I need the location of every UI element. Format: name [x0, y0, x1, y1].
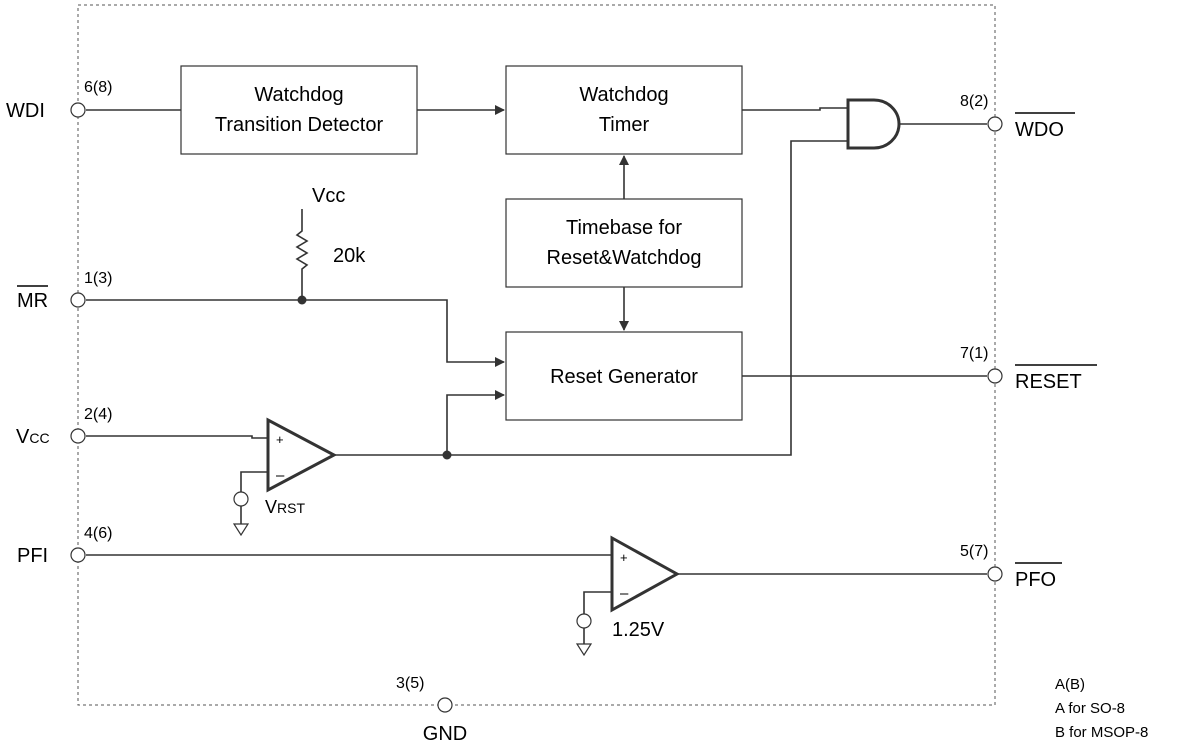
pin-number-pfo: 5(7)	[960, 543, 988, 560]
pin-pfo	[987, 566, 1003, 582]
pf-reference-label: 1.25V	[612, 619, 665, 641]
chip-boundary	[77, 4, 996, 706]
pin-wdo	[987, 116, 1003, 132]
block-label-line: Timer	[599, 114, 650, 136]
legend-line: A(B)	[1055, 676, 1085, 693]
ground-symbol	[575, 643, 593, 657]
wire-vcc-to-comp	[86, 435, 268, 439]
block-label-line: Reset Generator	[550, 366, 698, 388]
pin-label-pfo: PFO	[1015, 569, 1056, 591]
block-label-line: Watchdog	[579, 84, 668, 106]
pin-wdi	[70, 102, 86, 118]
block-label-line: Transition Detector	[215, 114, 384, 136]
pin-number-wdo: 8(2)	[960, 93, 988, 110]
pin-label-wdo: WDO	[1015, 119, 1064, 141]
pin-number-gnd: 3(5)	[396, 675, 424, 692]
pf-reference-source	[575, 613, 593, 657]
vcc-comparator: + –	[266, 417, 338, 493]
legend-line: A for SO-8	[1055, 700, 1125, 717]
pin-vcc	[70, 428, 86, 444]
pin-number-reset: 7(1)	[960, 345, 988, 362]
wires	[86, 105, 987, 644]
pin-label-mr: MR	[17, 290, 48, 312]
wire-vrst-ref	[240, 471, 268, 492]
vrst-reference-source	[232, 491, 250, 537]
vrst-label: VRST	[265, 497, 305, 517]
watchdog-transition-detector-block: Watchdog Transition Detector	[180, 65, 418, 155]
pullup-value-label: 20k	[333, 245, 366, 267]
reset-generator-block: Reset Generator	[505, 331, 743, 421]
and-gate	[846, 98, 901, 150]
legend-line: B for MSOP-8	[1055, 724, 1148, 741]
pin-reset	[987, 368, 1003, 384]
pin-number-pfi: 4(6)	[84, 525, 112, 542]
wire-comp-to-reset	[446, 390, 505, 455]
pin-label-gnd: GND	[423, 723, 467, 745]
pullup-supply-label: Vcc	[312, 185, 345, 207]
watchdog-timer-block: Watchdog Timer	[505, 65, 743, 155]
ground-symbol	[232, 523, 250, 537]
pin-label-reset: RESET	[1015, 371, 1082, 393]
pin-label-wdi: WDI	[6, 100, 45, 122]
pullup-resistor	[295, 209, 309, 300]
minus-sign: –	[276, 467, 285, 484]
pin-pfi	[70, 547, 86, 563]
pfi-comparator: + –	[610, 535, 681, 613]
pin-label-pfi: PFI	[17, 545, 48, 567]
pin-number-mr: 1(3)	[84, 270, 112, 287]
wire-comp-to-and	[334, 140, 848, 456]
plus-sign: +	[276, 432, 284, 447]
wire-timer-to-and	[742, 107, 848, 111]
block-label-line: Reset&Watchdog	[547, 247, 702, 269]
wire-mr-to-reset	[302, 299, 505, 367]
junction-dot	[442, 450, 452, 460]
timebase-block: Timebase for Reset&Watchdog	[505, 198, 743, 288]
pin-gnd	[437, 697, 453, 713]
plus-sign: +	[620, 550, 628, 565]
pin-number-wdi: 6(8)	[84, 79, 112, 96]
minus-sign: –	[620, 585, 629, 602]
block-label-line: Timebase for	[566, 217, 682, 239]
block-label-line: Watchdog	[254, 84, 343, 106]
pin-mr	[70, 292, 86, 308]
pin-number-vcc: 2(4)	[84, 406, 112, 423]
pin-label-vcc: VCC	[16, 426, 50, 448]
package-legend: A(B) A for SO-8 B for MSOP-8	[1055, 676, 1148, 741]
wire-pf-ref	[583, 591, 612, 614]
